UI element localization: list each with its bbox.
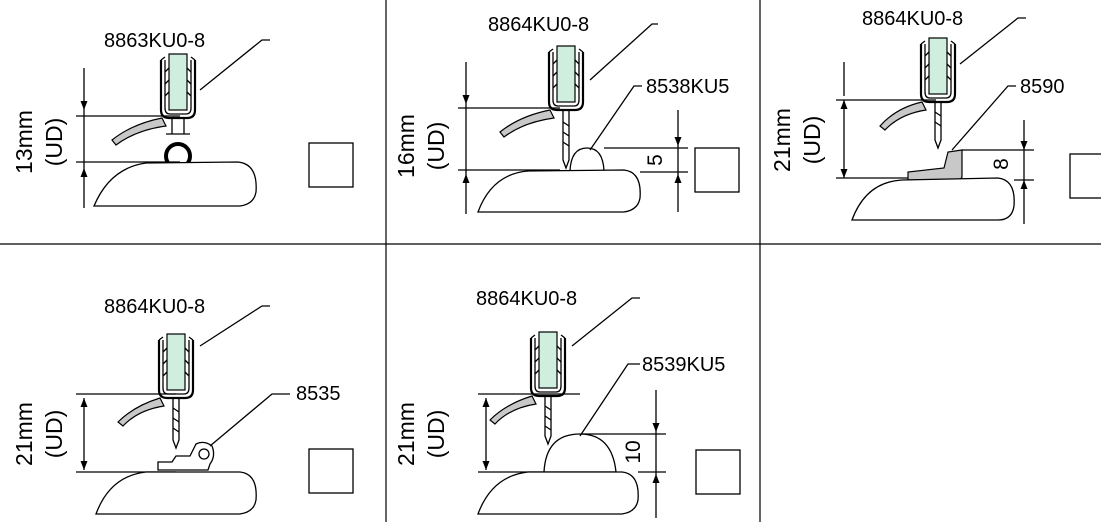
part-label-top: 8864KU0-8 (104, 296, 205, 318)
part-label-bottom: 8538KU5 (646, 76, 729, 98)
panel-5: 21mm (UD) 8864KU0-8 8539KU5 10 (393, 288, 741, 518)
seal-clip-icon (529, 330, 567, 398)
side-label-ud: (UD) (41, 118, 67, 167)
side-label-mm: 21mm (769, 108, 795, 172)
checkbox[interactable] (695, 449, 741, 495)
panel-3: 21mm (UD) 8864KU0-8 8590 8 (769, 8, 1101, 224)
seal-clip-icon (919, 36, 957, 104)
half-dome-seal-icon (569, 147, 605, 172)
side-label-ud: (UD) (799, 116, 825, 165)
side-label-mm: 21mm (11, 402, 37, 466)
side-label-mm: 21mm (393, 402, 419, 466)
base-profile (851, 177, 1015, 221)
checkbox[interactable] (308, 142, 354, 188)
panel-4: 21mm (UD) 8864KU0-8 8535 (11, 296, 354, 515)
bumper-seal-icon (907, 149, 963, 181)
side-label-ud: (UD) (41, 410, 67, 459)
side-label-ud: (UD) (423, 122, 449, 171)
base-profile (95, 471, 257, 515)
dimension-label: 8 (990, 158, 1013, 170)
seal-clip-icon (159, 52, 197, 120)
part-label-top: 8864KU0-8 (862, 8, 963, 30)
side-label-mm: 16mm (393, 114, 419, 178)
part-label-bottom: 8535 (296, 383, 341, 405)
seal-clip-icon (547, 44, 585, 112)
panel-2: 16mm (UD) 8864KU0-8 8538KU5 5 (393, 14, 740, 214)
base-profile (477, 169, 641, 213)
clip-seal-8535-icon (157, 441, 215, 471)
part-label-bottom: 8539KU5 (642, 354, 725, 376)
dome-seal-icon (543, 433, 617, 473)
dimension-label: 10 (622, 440, 645, 463)
seal-clip-icon (157, 332, 195, 400)
side-label-mm: 13mm (11, 110, 37, 174)
side-label-ud: (UD) (423, 410, 449, 459)
base-profile (477, 471, 639, 515)
panel-1: 13mm (UD) 8863KU0-8 (11, 30, 354, 208)
part-label-top: 8864KU0-8 (476, 288, 577, 310)
part-label-top: 8863KU0-8 (104, 30, 205, 52)
checkbox[interactable] (308, 448, 354, 494)
part-label-top: 8864KU0-8 (488, 14, 589, 36)
base-profile (93, 161, 257, 207)
checkbox[interactable] (694, 147, 740, 193)
dimension-label: 5 (644, 154, 667, 166)
checkbox[interactable] (1069, 153, 1101, 199)
part-label-bottom: 8590 (1020, 76, 1065, 98)
